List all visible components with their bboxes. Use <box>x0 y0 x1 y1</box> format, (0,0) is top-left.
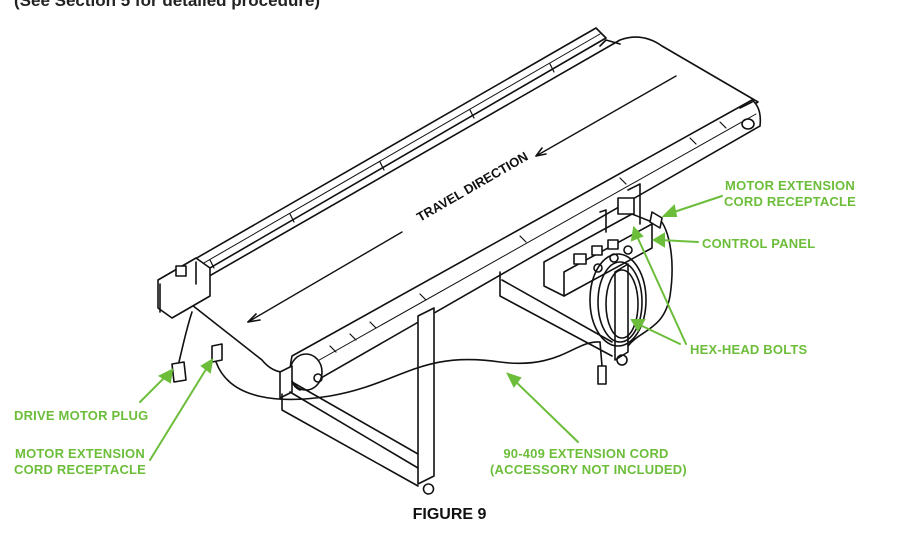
callout-line: CONTROL PANEL <box>702 236 816 251</box>
leader-hex-bolt-1 <box>635 233 687 345</box>
extension-cord <box>215 341 601 401</box>
coiled-cord <box>589 253 647 347</box>
leader-motor-ext-left <box>149 365 209 461</box>
front-leg-left <box>417 307 435 485</box>
rear-leg <box>614 263 629 361</box>
leader-hex-bolt-2 <box>637 323 681 345</box>
callout-line: (ACCESSORY NOT INCLUDED) <box>490 462 687 477</box>
callout-line: 90-409 EXTENSION CORD <box>503 446 669 461</box>
callout-line: CORD RECEPTACLE <box>723 194 857 209</box>
callout-extension-cord: 90-409 EXTENSION CORD (ACCESSORY NOT INC… <box>490 446 687 478</box>
tail-bracket <box>157 257 211 319</box>
callout-line: HEX-HEAD BOLTS <box>690 342 808 357</box>
figure-caption: FIGURE 9 <box>412 506 487 523</box>
belt-surface <box>177 36 759 374</box>
leader-ext-cord <box>513 379 579 443</box>
callout-line: CORD RECEPTACLE <box>14 462 147 477</box>
callout-motor-extension-left: MOTOR EXTENSION CORD RECEPTACLE <box>14 446 146 478</box>
cut-off-heading: (See Section 5 for detailed procedure) <box>14 0 321 10</box>
callout-drive-motor-plug: DRIVE MOTOR PLUG <box>14 408 148 424</box>
callout-line: MOTOR EXTENSION <box>15 446 145 461</box>
travel-arrow-upper <box>535 75 677 157</box>
callout-hex-head-bolts: HEX-HEAD BOLTS <box>690 342 807 358</box>
leader-motor-ext-top <box>667 195 723 215</box>
callout-line: DRIVE MOTOR PLUG <box>14 408 149 423</box>
leader-control-panel <box>659 239 699 243</box>
callout-control-panel: CONTROL PANEL <box>702 236 815 252</box>
travel-arrow-lower <box>247 231 403 323</box>
callout-motor-extension-top: MOTOR EXTENSION CORD RECEPTACLE <box>720 178 860 210</box>
leader-drive-plug <box>139 375 167 403</box>
callout-line: MOTOR EXTENSION <box>725 178 855 193</box>
